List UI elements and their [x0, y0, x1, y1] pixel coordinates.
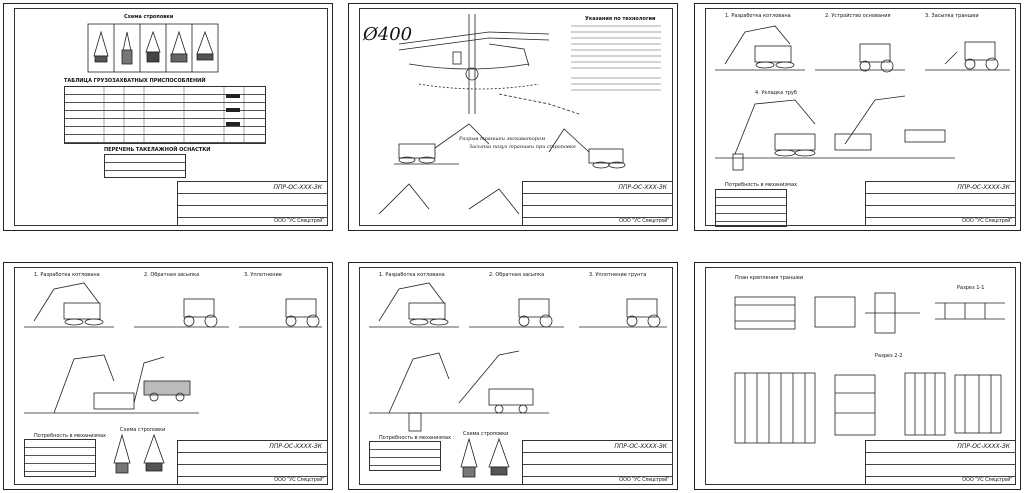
table-title: ТАБЛИЦА ГРУЗОЗАХВАТНЫХ ПРИСПОСОБЛЕНИЙ [64, 78, 206, 84]
side-strip [349, 44, 360, 226]
table-row [716, 190, 786, 198]
table-row [65, 111, 265, 119]
drawing-sheet-6[interactable]: План крепления траншеи Разрез 1-1 Разрез… [694, 262, 1021, 490]
organization: ООО "УС Спецстрой" [274, 218, 324, 224]
notes-title: Указания по технологии [585, 16, 656, 22]
sheet-header: Схема строповки [124, 14, 174, 20]
table-title: Потребность в механизмах [34, 433, 106, 439]
table-row [370, 450, 440, 458]
table-row [25, 464, 95, 472]
machinery-table [369, 441, 441, 471]
table2-title: ПЕРЕЧЕНЬ ТАКЕЛАЖНОЙ ОСНАСТКИ [104, 147, 211, 153]
title-block: ППР-ОС-ХХХХ-ЗК ООО "УС Спецстрой" [177, 440, 328, 485]
table-row [25, 456, 95, 464]
table-row [716, 206, 786, 214]
drawing-code: ППР-ОС-ХХХХ-ЗК [269, 443, 322, 450]
table-row [716, 214, 786, 222]
step-3-label: 3. Засыпка траншеи [925, 13, 979, 19]
step-2-label: 2. Обратная засыпка [489, 272, 545, 278]
title-block: ППР-ОС-ХХХ-ЗК ООО "УС Спецстрой" [522, 181, 673, 226]
table-row [65, 103, 265, 111]
side-strip [695, 303, 706, 485]
caption-2: Засыпка пазух траншеи при строповке [469, 144, 576, 150]
machinery-table [715, 189, 787, 227]
title-block: ППР-ОС-ХХХХ-ЗК ООО "УС Спецстрой" [522, 440, 673, 485]
excavator-drawings [378, 123, 626, 215]
title-block: ППР-ОС-ХХХХ-ЗК ООО "УС Спецстрой" [865, 440, 1016, 485]
machinery-top-row [715, 25, 1010, 73]
side-strip [349, 303, 360, 485]
table-row [25, 440, 95, 448]
table-row [370, 442, 440, 450]
table-row [105, 155, 185, 163]
table-row [65, 135, 265, 143]
mid-title: 4. Укладка труб [755, 90, 797, 96]
machinery-mid-row [715, 95, 955, 171]
sling-diagrams [113, 433, 165, 474]
step-2-label: 2. Устройство основания [825, 13, 891, 19]
notes-lines [571, 25, 661, 91]
trench-plan [734, 292, 1005, 334]
drawing-sheet-2[interactable]: Ø400 Указания по технологии Разрыв т [348, 3, 678, 231]
step-2-label: 2. Обратная засыпка [144, 272, 200, 278]
step-1-label: 1. Разработка котлована [725, 13, 791, 19]
step-3-label: 3. Уплотнение [244, 272, 282, 278]
sling-title: Схема строповки [120, 427, 166, 433]
side-strip [695, 44, 706, 226]
side-strip [4, 303, 15, 485]
pipe-layout-plan [398, 14, 580, 115]
organization: ООО "УС Спецстрой" [274, 477, 324, 483]
step-1-label: 1. Разработка котлована [379, 272, 445, 278]
drawing-sheet-3[interactable]: 1. Разработка котлована 2. Устройство ос… [694, 3, 1021, 231]
machinery-drawings [24, 282, 322, 414]
section-2-title: Разрез 2-2 [875, 353, 903, 359]
drawing-code: ППР-ОС-ХХХХ-ЗК [957, 443, 1010, 450]
table-row [65, 119, 265, 127]
section-title: Разрез 1-1 [957, 285, 985, 291]
lifting-table [64, 86, 266, 144]
organization: ООО "УС Спецстрой" [962, 477, 1012, 483]
sling-diagrams [87, 23, 219, 73]
step-1-label: 1. Разработка котлована [34, 272, 100, 278]
caption: Разрыв траншеи экскаватором [459, 136, 546, 142]
step-3-label: 3. Уплотнение грунта [589, 272, 647, 278]
table-row [65, 127, 265, 135]
organization: ООО "УС Спецстрой" [619, 218, 669, 224]
title-block: ППР-ОС-ХХХХ-ЗК ООО "УС Спецстрой" [865, 181, 1016, 226]
table-grid-fill [103, 86, 245, 142]
trench-sections [734, 372, 1002, 444]
sling-title: Схема строповки [463, 431, 509, 437]
drawing-code: ППР-ОС-ХХХХ-ЗК [957, 184, 1010, 191]
drawing-sheet-1[interactable]: Схема строповки ТАБЛИЦА ГРУЗОЗАХВАТНЫХ П… [3, 3, 333, 231]
machinery-table [24, 439, 96, 477]
table-row [25, 448, 95, 456]
drawing-code: ППР-ОС-ХХХХ-ЗК [614, 443, 667, 450]
drawing-code: ППР-ОС-ХХХ-ЗК [618, 184, 668, 191]
drawing-sheet-4[interactable]: 1. Разработка котлована 2. Обратная засы… [3, 262, 333, 490]
side-strip [4, 44, 15, 226]
table-row [65, 87, 265, 95]
table-title: Потребность в механизмах [379, 435, 451, 441]
drawing-sheet-5[interactable]: 1. Разработка котлована 2. Обратная засы… [348, 262, 678, 490]
table-title: Потребность в механизмах [725, 182, 797, 188]
machinery-drawings [369, 282, 667, 478]
table-row [370, 458, 440, 466]
pipe-diameter: Ø400 [363, 24, 413, 45]
organization: ООО "УС Спецстрой" [619, 477, 669, 483]
organization: ООО "УС Спецстрой" [962, 218, 1012, 224]
table-row [716, 198, 786, 206]
title-block: ППР-ОС-ХХХ-ЗК ООО "УС Спецстрой" [177, 181, 328, 226]
rigging-table [104, 154, 186, 178]
table-row [65, 95, 265, 103]
plan-title: План крепления траншеи [735, 275, 804, 281]
table-row [105, 163, 185, 171]
drawing-code: ППР-ОС-ХХХ-ЗК [273, 184, 323, 191]
